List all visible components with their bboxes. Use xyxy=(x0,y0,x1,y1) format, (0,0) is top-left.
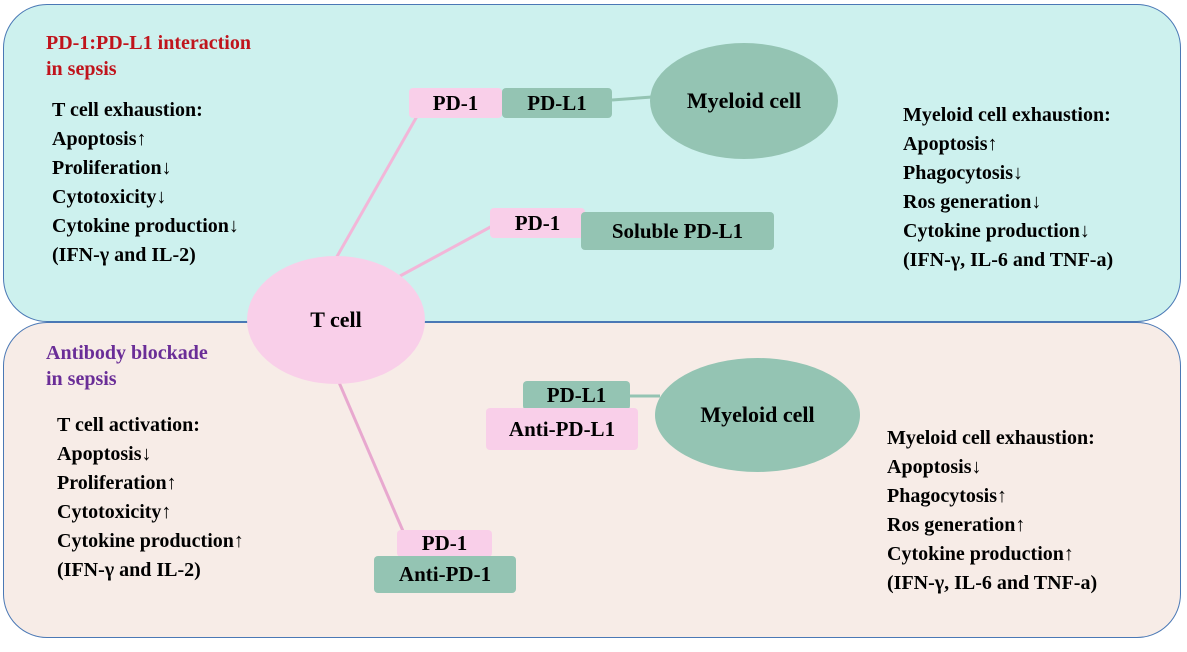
list-item: (IFN-γ, IL-6 and TNF-a) xyxy=(903,249,1114,271)
list-item: Cytotoxicity↑ xyxy=(57,501,172,523)
list-item: Proliferation↑ xyxy=(57,472,177,494)
t-cell-exhaustion-list: T cell exhaustion: Apoptosis↑ Proliferatio… xyxy=(52,96,239,270)
pdl1-box-bottom: PD-L1 xyxy=(523,381,630,410)
myeloid-exhaustion-list-bottom: Myeloid cell exhaustion: Apoptosis↓ Phagoc… xyxy=(887,424,1097,598)
connector-tcell-pd1-middle xyxy=(399,222,497,278)
bottom-panel xyxy=(3,322,1181,638)
list-item: Cytotoxicity↓ xyxy=(52,186,167,208)
pd1-box-bottom: PD-1 xyxy=(397,530,492,557)
list-item: Cytokine production↓ xyxy=(903,220,1090,242)
list-item: Apoptosis↓ xyxy=(887,456,982,478)
list-item: (IFN-γ and IL-2) xyxy=(52,244,196,266)
list-item: Cytokine production↑ xyxy=(887,543,1074,565)
myeloid-exhaustion-list-top: Myeloid cell exhaustion: Apoptosis↑ Phagoc… xyxy=(903,101,1113,275)
top-panel-title: PD-1:PD-L1 interaction in sepsis xyxy=(46,30,251,82)
top-title-line2: in sepsis xyxy=(46,58,117,80)
list-item: Cytokine production↓ xyxy=(52,215,239,237)
pdl1-box-top: PD-L1 xyxy=(502,88,612,118)
myeloid-cell-ellipse-top: Myeloid cell xyxy=(650,43,838,159)
list-item: Ros generation↑ xyxy=(887,514,1026,536)
t-cell-activation-list: T cell activation: Apoptosis↓ Proliferatio… xyxy=(57,411,244,585)
t-cell-ellipse: T cell xyxy=(247,256,425,384)
soluble-pdl1-box: Soluble PD-L1 xyxy=(581,212,774,250)
list-item: Myeloid cell exhaustion: xyxy=(903,104,1111,126)
list-item: Apoptosis↑ xyxy=(52,128,147,150)
list-item: T cell exhaustion: xyxy=(52,99,203,121)
list-item: Phagocytosis↑ xyxy=(887,485,1007,507)
list-item: Apoptosis↑ xyxy=(903,133,998,155)
connector-tcell-pd1-top xyxy=(333,103,426,261)
pd1-box-top: PD-1 xyxy=(409,88,502,118)
bottom-panel-title: Antibody blockade in sepsis xyxy=(46,340,208,392)
bottom-title-line1: Antibody blockade xyxy=(46,342,208,364)
anti-pd1-box: Anti-PD-1 xyxy=(374,556,516,593)
myeloid-cell-ellipse-bottom: Myeloid cell xyxy=(655,358,860,472)
top-title-line1: PD-1:PD-L1 interaction xyxy=(46,32,251,54)
list-item: Myeloid cell exhaustion: xyxy=(887,427,1095,449)
pd1-box-middle: PD-1 xyxy=(490,208,585,238)
list-item: Apoptosis↓ xyxy=(57,443,152,465)
list-item: Proliferation↓ xyxy=(52,157,172,179)
connector-pdl1-myeloid-top xyxy=(611,95,653,102)
list-item: Ros generation↓ xyxy=(903,191,1042,213)
list-item: Phagocytosis↓ xyxy=(903,162,1023,184)
top-panel xyxy=(3,4,1181,322)
list-item: (IFN-γ and IL-2) xyxy=(57,559,201,581)
list-item: (IFN-γ, IL-6 and TNF-a) xyxy=(887,572,1098,594)
anti-pdl1-box: Anti-PD-L1 xyxy=(486,408,638,450)
connector-tcell-pd1-bottom xyxy=(336,379,408,539)
list-item: T cell activation: xyxy=(57,414,200,436)
list-item: Cytokine production↑ xyxy=(57,530,244,552)
bottom-title-line2: in sepsis xyxy=(46,368,117,390)
